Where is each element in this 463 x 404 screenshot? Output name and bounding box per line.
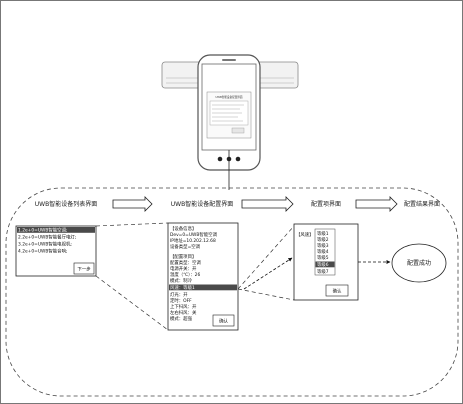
option-item[interactable]: 等级5 bbox=[317, 254, 329, 261]
config-item-line[interactable]: 温度（℃）：26 bbox=[170, 271, 200, 278]
option-item[interactable]: 等级2 bbox=[317, 236, 329, 243]
phone-back-button-icon bbox=[217, 156, 223, 162]
device-list-item[interactable]: 1.2e+0=UWB智能空调; bbox=[18, 227, 67, 234]
zoom-line bbox=[237, 288, 295, 301]
config-item-line[interactable]: 定时：OFF bbox=[170, 297, 192, 304]
option-header: 【风速】 bbox=[296, 232, 314, 238]
config-info-line: 设备类型=空调 bbox=[170, 243, 201, 250]
config-confirm-button[interactable] bbox=[212, 314, 235, 327]
stage-title-device-list: UWB智能设备列表界面 bbox=[35, 200, 97, 208]
config-selected-highlight bbox=[169, 284, 237, 291]
flow-arrow-2 bbox=[241, 196, 294, 212]
option-confirm-button[interactable] bbox=[325, 284, 349, 297]
config-item-line[interactable]: 上下扫风：开 bbox=[170, 303, 197, 310]
config-item-line[interactable]: 左右扫风：关 bbox=[170, 309, 197, 316]
device-list-item[interactable]: 2.2e+0=UWB智能餐厅电灯; bbox=[18, 234, 76, 241]
device-list-screen: 1.2e+0=UWB智能空调; 2.2e+0=UWB智能餐厅电灯; 3.2e+0… bbox=[15, 225, 97, 277]
flow-arrow-3 bbox=[355, 196, 398, 212]
config-item-line[interactable]: 模式：超强 bbox=[170, 315, 193, 322]
config-items-header: 【配置项目】 bbox=[170, 254, 196, 260]
device-config-screen: 【设备信息】 Dev=0=UWB智能空调 IP地址=10.202.12.68 设… bbox=[167, 222, 239, 331]
stage-title-device-config: UWB智能设备配置界面 bbox=[171, 200, 233, 208]
flow-arrow-1 bbox=[112, 196, 153, 212]
config-item-line[interactable]: 灯光：开 bbox=[170, 291, 188, 298]
flow-container bbox=[5, 187, 459, 397]
config-item-wind-speed[interactable]: 风速：等级1 bbox=[170, 284, 195, 291]
phone-illustration: UWB智能设备配置界面 bbox=[161, 54, 299, 171]
option-confirm-label: 确认 bbox=[333, 288, 342, 295]
device-list-item[interactable]: 4.2e+0=UWB智能音响; bbox=[18, 248, 67, 255]
config-item-line[interactable]: 模式：制冷 bbox=[170, 277, 193, 284]
phone-menu-button-icon bbox=[235, 156, 241, 162]
option-selected-highlight bbox=[315, 261, 335, 268]
result-text: 配置成功 bbox=[407, 259, 431, 267]
stage-title-option: 配置项界面 bbox=[311, 201, 341, 208]
option-item[interactable]: 等级7 bbox=[317, 268, 329, 275]
config-item-line[interactable]: 配置类型：空调 bbox=[170, 259, 201, 266]
next-step-button[interactable] bbox=[73, 262, 95, 275]
option-item-selected[interactable]: 等级6 bbox=[317, 261, 329, 268]
config-info-line: IP地址=10.202.12.68 bbox=[170, 237, 216, 244]
zoom-line bbox=[95, 222, 169, 227]
next-step-label: 下一步 bbox=[77, 267, 91, 273]
device-list-item[interactable]: 3.2e+0=UWB智能电视机; bbox=[18, 241, 72, 248]
option-item[interactable]: 等级1 bbox=[317, 230, 329, 237]
option-screen: 【风速】 等级1 等级2 等级3 等级4 等级5 等级6 等级7 确认 bbox=[293, 223, 359, 301]
config-item-line[interactable]: 电源开关：开 bbox=[170, 265, 197, 272]
device-list-selected-highlight bbox=[17, 227, 95, 233]
option-item[interactable]: 等级4 bbox=[317, 248, 329, 255]
phone-speaker bbox=[222, 59, 236, 61]
result-bubble bbox=[391, 243, 447, 283]
stage-title-result: 配置结果界面 bbox=[404, 200, 440, 208]
config-info-header: 【设备信息】 bbox=[170, 225, 196, 232]
phone-screen-title: UWB智能设备配置界面 bbox=[216, 95, 243, 99]
config-to-option-arrow bbox=[243, 257, 293, 290]
zoom-line bbox=[95, 275, 169, 331]
config-info-line: Dev=0=UWB智能空调 bbox=[170, 231, 218, 238]
zoom-line bbox=[237, 225, 295, 290]
option-item[interactable]: 等级3 bbox=[317, 242, 329, 249]
config-confirm-label: 确认 bbox=[219, 318, 228, 325]
